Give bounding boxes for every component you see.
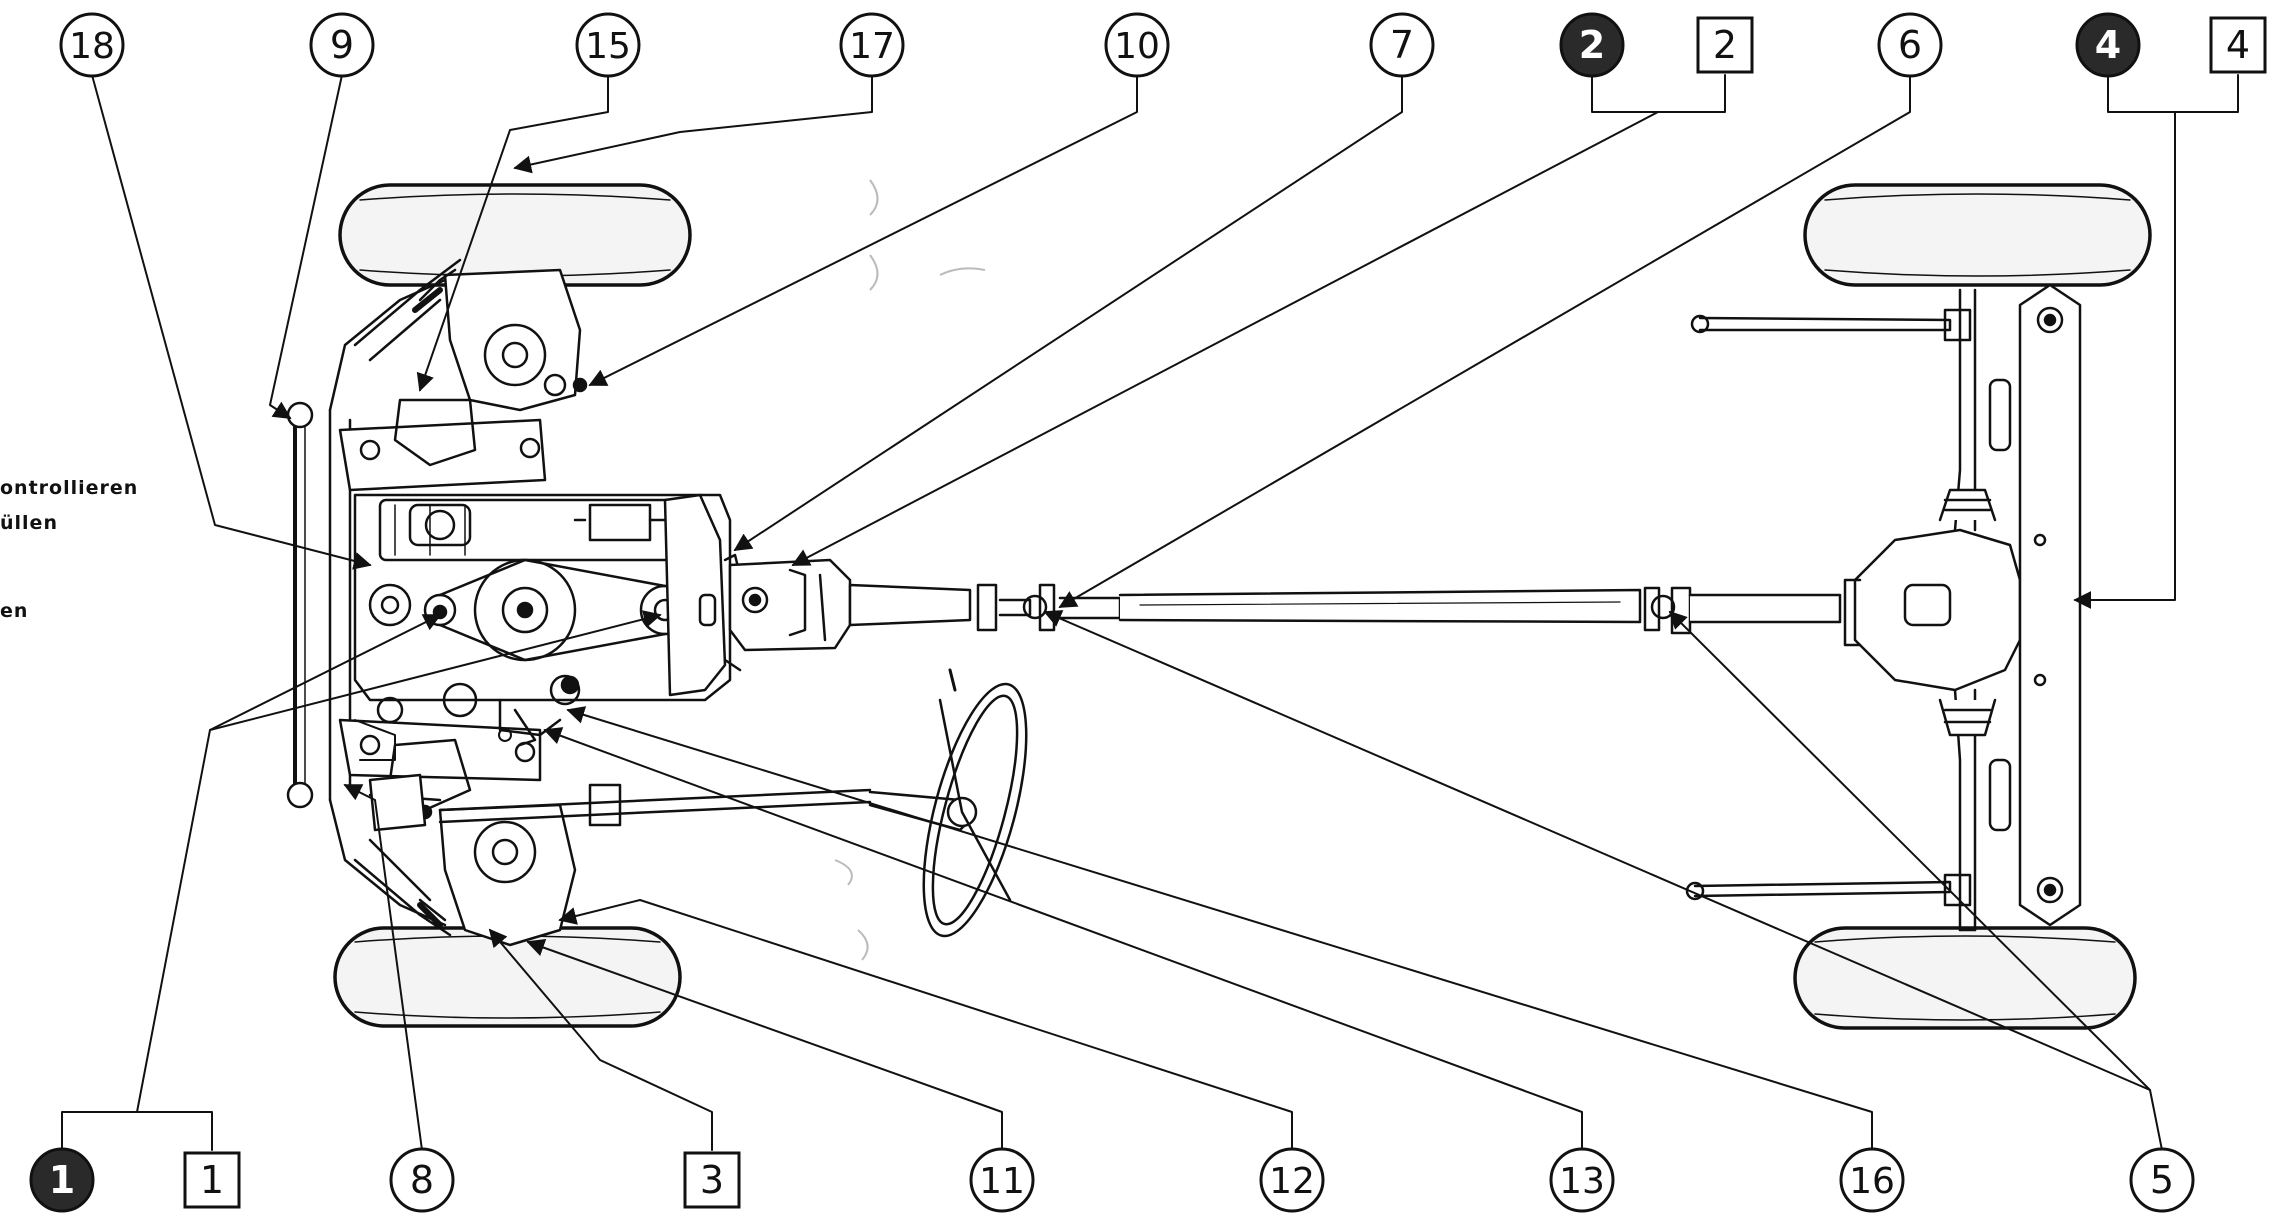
callout-shape <box>2209 16 2267 74</box>
callout-label: 11 <box>979 1161 1025 1202</box>
side-text-2: üllen <box>0 512 58 534</box>
callout-9-circle: 9 <box>309 12 375 78</box>
pedal-box <box>354 719 512 761</box>
callout-4-square: 4 <box>2209 16 2267 74</box>
callout-3-square: 3 <box>683 1151 741 1209</box>
callout-4-filled: 4 <box>2075 12 2141 78</box>
callout-shape <box>29 1147 95 1213</box>
callout-label: 1 <box>200 1158 224 1202</box>
scan-marks <box>834 179 986 961</box>
callout-label: 4 <box>2095 23 2121 67</box>
callout-shape <box>1259 1147 1325 1213</box>
callout-18-circle: 18 <box>59 12 125 78</box>
callout-shape <box>1696 16 1754 74</box>
side-text-1: ontrollieren <box>0 477 139 499</box>
callout-10-circle: 10 <box>1104 12 1170 78</box>
callout-label: 5 <box>2150 1158 2174 1202</box>
callout-label: 12 <box>1269 1161 1315 1202</box>
callout-label: 15 <box>585 26 631 67</box>
callout-shape <box>59 12 125 78</box>
callout-label: 8 <box>410 1158 434 1202</box>
callout-12-circle: 12 <box>1259 1147 1325 1213</box>
leader-lines <box>61 74 2239 1151</box>
callout-label: 2 <box>1579 23 1605 67</box>
callout-13-circle: 13 <box>1549 1147 1615 1213</box>
callout-1-square: 1 <box>183 1151 241 1209</box>
callout-shape <box>1839 1147 1905 1213</box>
callout-label: 7 <box>1390 23 1414 67</box>
callout-shape <box>1549 1147 1615 1213</box>
callout-shape <box>1369 12 1435 78</box>
front-suspension <box>286 258 588 947</box>
callout-shape <box>309 12 375 78</box>
callout-label: 9 <box>330 23 354 67</box>
callout-shape <box>1877 12 1943 78</box>
callout-label: 16 <box>1849 1161 1895 1202</box>
rear-axle <box>1685 283 2082 932</box>
gearbox <box>663 493 852 697</box>
callout-7-circle: 7 <box>1369 12 1435 78</box>
callout-shape <box>1559 12 1625 78</box>
callout-label: 2 <box>1713 23 1737 67</box>
callout-1-filled: 1 <box>29 1147 95 1213</box>
side-text-3: en <box>0 600 29 622</box>
callout-2-square: 2 <box>1696 16 1754 74</box>
callout-15-circle: 15 <box>575 12 641 78</box>
callout-shape <box>2075 12 2141 78</box>
callout-6-circle: 6 <box>1877 12 1943 78</box>
callout-label: 10 <box>1114 26 1160 67</box>
callout-label: 18 <box>69 26 115 67</box>
callout-16-circle: 16 <box>1839 1147 1905 1213</box>
callout-2-filled: 2 <box>1559 12 1625 78</box>
callout-label: 4 <box>2226 23 2250 67</box>
callout-11-circle: 11 <box>969 1147 1035 1213</box>
callout-shape <box>2129 1147 2195 1213</box>
front-left-wheel <box>338 183 692 287</box>
callout-label: 3 <box>700 1158 724 1202</box>
propeller-shaft <box>848 583 1842 635</box>
callout-label: 17 <box>849 26 895 67</box>
engine-block <box>353 493 732 747</box>
callout-17-circle: 17 <box>839 12 905 78</box>
callout-label: 1 <box>49 1158 75 1202</box>
callout-shape <box>1104 12 1170 78</box>
callout-shape <box>575 12 641 78</box>
callout-shape <box>183 1151 241 1209</box>
callout-shape <box>839 12 905 78</box>
rear-right-wheel <box>1793 926 2137 1030</box>
rear-left-wheel <box>1803 183 2152 287</box>
callout-label: 6 <box>1898 23 1922 67</box>
callout-label: 13 <box>1559 1161 1605 1202</box>
callout-shape <box>389 1147 455 1213</box>
callout-shape <box>683 1151 741 1209</box>
callout-shape <box>969 1147 1035 1213</box>
callout-8-circle: 8 <box>389 1147 455 1213</box>
callout-5-circle: 5 <box>2129 1147 2195 1213</box>
